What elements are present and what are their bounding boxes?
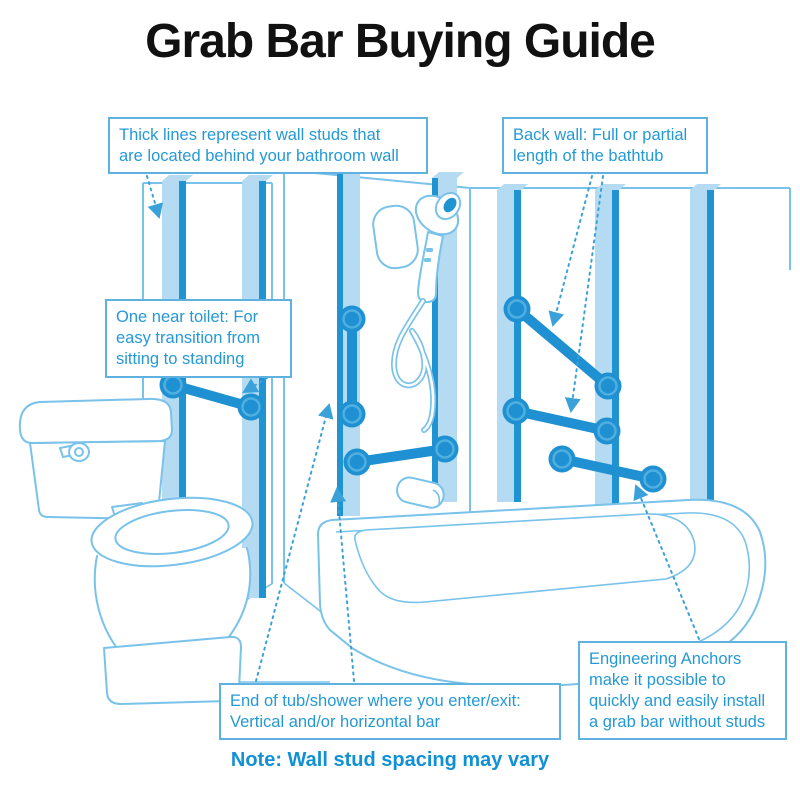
callout-back-wall: Back wall: Full or partial length of the… <box>502 117 708 174</box>
grab-bar-shower-vertical <box>338 305 366 428</box>
stud-spacing-note: Note: Wall stud spacing may vary <box>230 749 550 771</box>
shower-head-icon <box>372 191 462 433</box>
bathtub <box>317 498 767 688</box>
arrow-anchors <box>633 484 700 640</box>
grab-bar-anchor <box>548 445 667 493</box>
arrow-back-wall-2 <box>564 175 604 413</box>
callout-line: Vertical and/or horizontal bar <box>230 713 441 731</box>
tub-spout-icon <box>396 476 445 509</box>
arrow-tub-end-2 <box>330 487 355 682</box>
grab-bar-near-toilet <box>159 371 265 421</box>
callout-anchors: Engineering Anchors make it possible to … <box>578 641 787 740</box>
arrow-back-wall-1 <box>548 175 593 327</box>
callout-line: easy transition from <box>116 329 260 347</box>
arrow-wall-studs <box>146 175 164 219</box>
callout-wall-studs: Thick lines represent wall studs that ar… <box>108 117 428 174</box>
callout-line: Engineering Anchors <box>589 650 742 668</box>
grab-bars <box>159 295 667 493</box>
page-title: Grab Bar Buying Guide <box>145 15 656 68</box>
callout-line: a grab bar without studs <box>589 713 766 731</box>
callout-line: length of the bathtub <box>513 147 664 165</box>
callout-near-toilet: One near toilet: For easy transition fro… <box>105 299 292 378</box>
callout-line: sitting to standing <box>116 350 245 368</box>
callout-line: Thick lines represent wall studs that <box>119 126 381 144</box>
grab-bar-shower-horizontal <box>343 435 459 476</box>
stud-back-2 <box>595 184 626 507</box>
grab-bar-back-horizontal <box>502 397 621 445</box>
callout-line: Back wall: Full or partial <box>513 126 688 144</box>
stud-back-3 <box>690 184 721 545</box>
callout-line: are located behind your bathroom wall <box>119 147 399 165</box>
callout-line: One near toilet: For <box>116 308 259 326</box>
arrow-tub-end-1 <box>255 403 334 682</box>
stud-corner <box>432 172 464 502</box>
arrow-near-toilet <box>242 377 268 394</box>
callout-arrows <box>146 175 700 682</box>
toilet <box>18 397 254 705</box>
grab-bar-back-diagonal <box>503 295 622 400</box>
callout-tub-end: End of tub/shower where you enter/exit: … <box>219 683 561 740</box>
callout-line: make it possible to <box>589 671 726 689</box>
stud-back-1 <box>497 184 528 502</box>
callout-line: quickly and easily install <box>589 692 766 710</box>
callout-line: End of tub/shower where you enter/exit: <box>230 692 521 710</box>
